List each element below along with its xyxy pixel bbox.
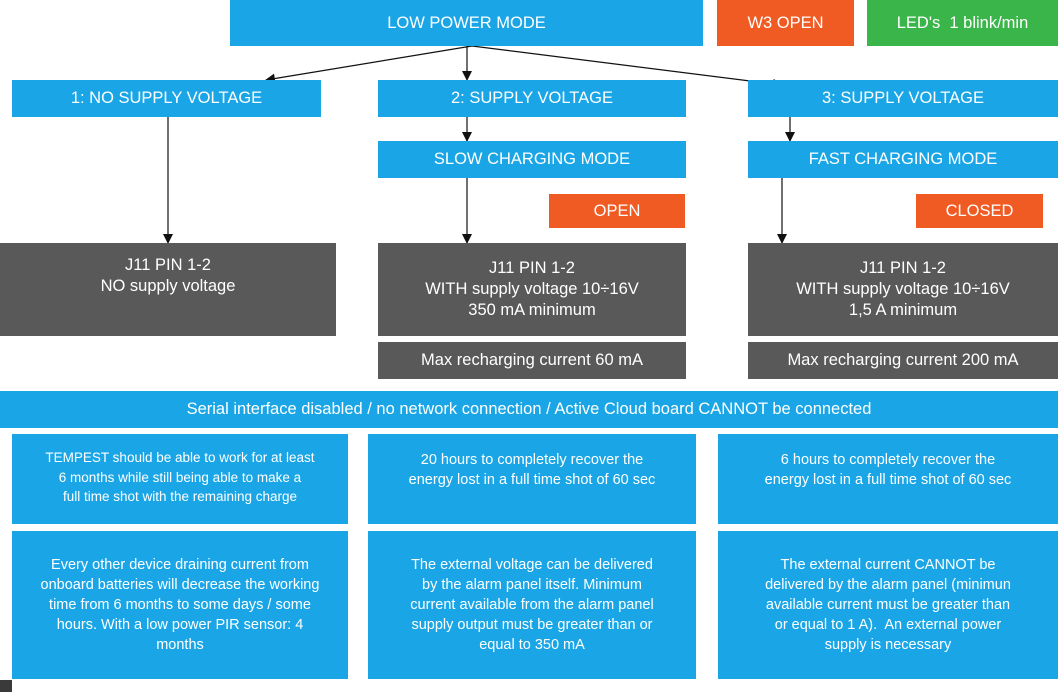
column-1-pin-box: J11 PIN 1-2 NO supply voltage — [0, 243, 336, 336]
serial-interface-banner: Serial interface disabled / no network c… — [0, 391, 1058, 428]
column-3-pin-line-3: 1,5 A minimum — [848, 301, 958, 319]
column-3-detail-line-1: The external current CANNOT be — [780, 557, 996, 573]
column-2-title-label: 2: SUPPLY VOLTAGE — [450, 89, 613, 107]
column-3-pin-line-2: WITH supply voltage 10÷16V — [796, 280, 1010, 298]
serial-interface-banner-label: Serial interface disabled / no network c… — [186, 400, 872, 418]
column-1-autonomy-line-2: 6 months while still being able to make … — [58, 469, 302, 485]
column-1-autonomy-note: TEMPEST should be able to work for at le… — [12, 434, 348, 524]
column-3-pin-box: J11 PIN 1-2 WITH supply voltage 10÷16V 1… — [748, 243, 1058, 336]
column-2-autonomy-line-2: energy lost in a full time shot of 60 se… — [408, 472, 656, 488]
column-3-detail-line-4: or equal to 1 A). An external power — [774, 617, 1002, 633]
column-2-detail-line-1: The external voltage can be delivered — [411, 557, 653, 573]
column-1-pin-line-2: NO supply voltage — [100, 277, 236, 295]
column-3-detail-line-3: available current must be greater than — [765, 597, 1011, 613]
column-1-detail-line-1: Every other device draining current from — [51, 557, 309, 573]
column-3-max-current-label: Max recharging current 200 mA — [787, 351, 1019, 369]
column-3-title-label: 3: SUPPLY VOLTAGE — [821, 89, 984, 107]
column-3-detail-note: The external current CANNOT be delivered… — [718, 531, 1058, 679]
column-2-detail-line-3: current available from the alarm panel — [410, 597, 654, 613]
column-1-detail-line-4: hours. With a low power PIR sensor: 4 — [56, 617, 304, 633]
column-2-detail-line-2: by the alarm panel itself. Minimum — [422, 577, 642, 593]
column-3-detail-line-5: supply is necessary — [824, 637, 952, 653]
column-3-autonomy-note: 6 hours to completely recover the energy… — [718, 434, 1058, 524]
column-1-title: 1: NO SUPPLY VOLTAGE — [12, 80, 321, 117]
column-3-pin-line-1: J11 PIN 1-2 — [860, 259, 946, 277]
w3-open-label: W3 OPEN — [747, 13, 824, 32]
column-2-autonomy-note: 20 hours to completely recover the energ… — [368, 434, 696, 524]
jumper-closed-label: CLOSED — [945, 201, 1014, 220]
slow-charging-mode-label: SLOW CHARGING MODE — [433, 150, 631, 168]
led-blink-badge: LED's 1 blink/min — [867, 0, 1058, 46]
column-1-autonomy-line-3: full time shot with the remaining charge — [62, 489, 298, 504]
fast-charging-mode-box: FAST CHARGING MODE — [748, 141, 1058, 178]
column-2-pin-box: J11 PIN 1-2 WITH supply voltage 10÷16V 3… — [378, 243, 686, 336]
jumper-closed-badge: CLOSED — [916, 194, 1043, 228]
jumper-open-label: OPEN — [593, 201, 641, 220]
column-2-detail-line-4: supply output must be greater than or — [411, 617, 653, 633]
w3-open-badge: W3 OPEN — [717, 0, 854, 46]
column-1-detail-line-5: months — [156, 637, 204, 653]
column-2-max-current-label: Max recharging current 60 mA — [421, 351, 643, 369]
column-2-pin-line-3: 350 mA minimum — [468, 301, 596, 319]
column-1-detail-note: Every other device draining current from… — [12, 531, 348, 679]
low-power-mode-label: LOW POWER MODE — [387, 13, 546, 32]
column-1-detail-line-3: time from 6 months to some days / some — [49, 597, 311, 613]
fast-charging-mode-label: FAST CHARGING MODE — [808, 150, 998, 168]
column-2-pin-line-1: J11 PIN 1-2 — [489, 259, 575, 277]
column-2-autonomy-line-1: 20 hours to completely recover the — [420, 452, 644, 468]
arrow-to-col1 — [265, 45, 473, 84]
column-1-autonomy-line-1: TEMPEST should be able to work for at le… — [45, 450, 315, 465]
column-3-title: 3: SUPPLY VOLTAGE — [748, 80, 1058, 117]
arrow-to-col3 — [471, 45, 783, 89]
column-1-detail-line-2: onboard batteries will decrease the work… — [40, 577, 320, 593]
column-2-detail-line-5: equal to 350 mA — [479, 637, 585, 653]
slow-charging-mode-box: SLOW CHARGING MODE — [378, 141, 686, 178]
column-1-title-label: 1: NO SUPPLY VOLTAGE — [70, 89, 263, 107]
corner-marker — [0, 680, 12, 692]
column-3-autonomy-line-1: 6 hours to completely recover the — [780, 452, 996, 468]
column-3-autonomy-line-2: energy lost in a full time shot of 60 se… — [764, 472, 1012, 488]
column-2-detail-note: The external voltage can be delivered by… — [368, 531, 696, 679]
column-2-pin-line-2: WITH supply voltage 10÷16V — [425, 280, 639, 298]
low-power-mode-box: LOW POWER MODE — [230, 0, 703, 46]
column-2-title: 2: SUPPLY VOLTAGE — [378, 80, 686, 117]
jumper-open-badge: OPEN — [549, 194, 685, 228]
led-blink-label: LED's 1 blink/min — [896, 13, 1029, 32]
column-1-pin-line-1: J11 PIN 1-2 — [125, 256, 211, 274]
column-2-max-current-box: Max recharging current 60 mA — [378, 342, 686, 379]
column-3-detail-line-2: delivered by the alarm panel (minimun — [765, 577, 1011, 593]
column-3-max-current-box: Max recharging current 200 mA — [748, 342, 1058, 379]
